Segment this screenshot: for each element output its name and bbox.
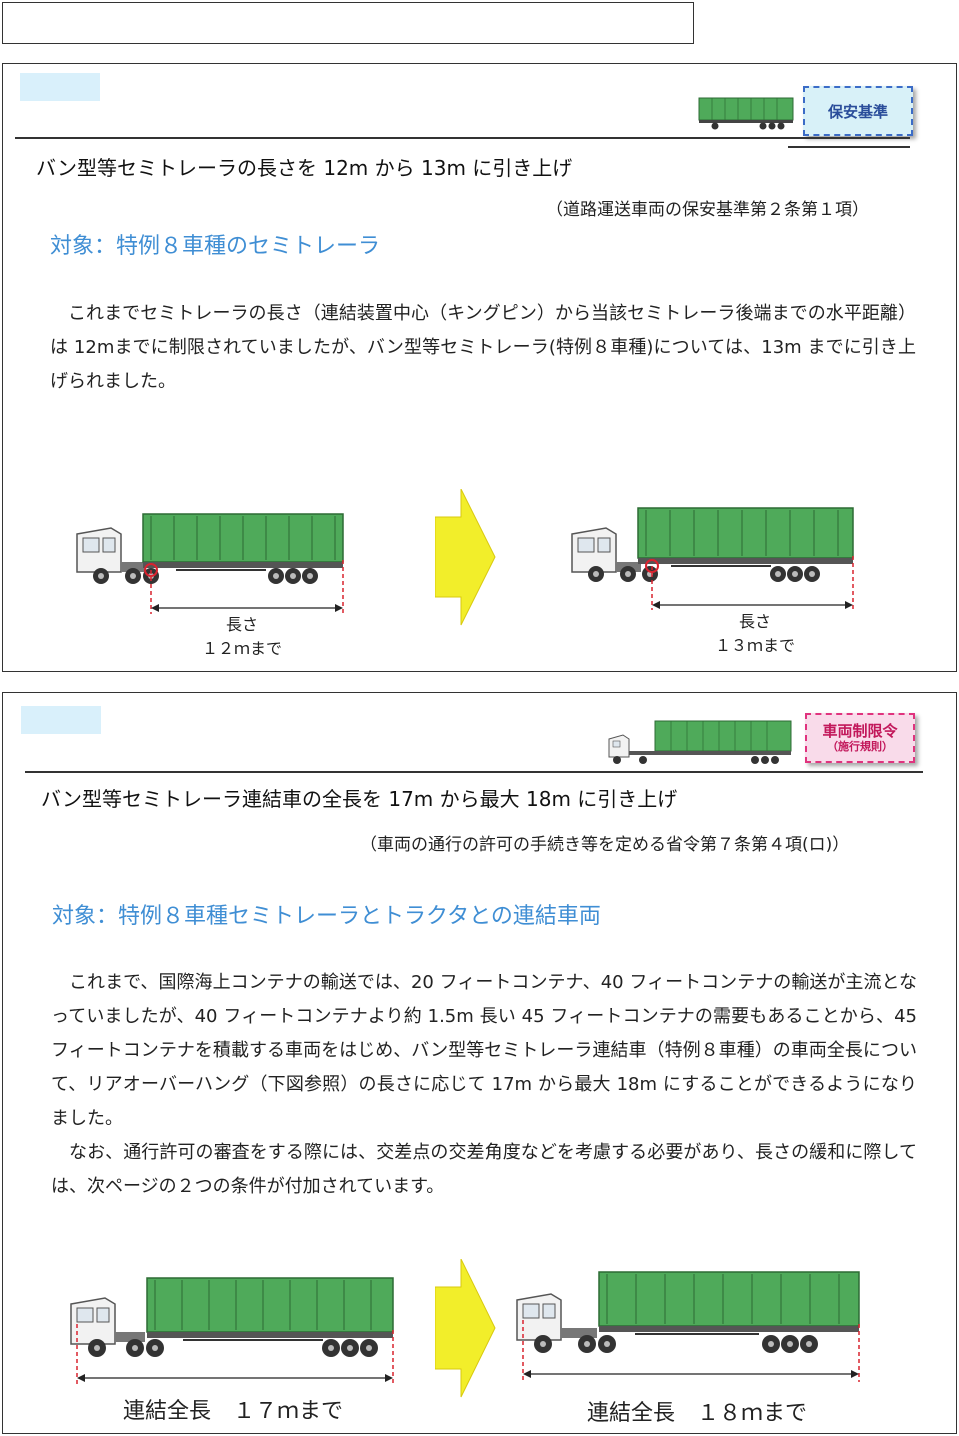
- semitrailer-icon: [698, 97, 794, 130]
- section-2-tag: [21, 706, 101, 734]
- badge-vehicle-restriction-order: 車両制限令 （施行規則）: [805, 713, 915, 763]
- section-2-paragraph-1: これまで、国際海上コンテナの輸送では、20 フィートコンテナ、40 フィートコン…: [51, 972, 917, 1129]
- section-2-heading: バン型等セミトレーラ連結車の全長を 17m から最大 18m に引き上げ: [41, 787, 678, 811]
- section-2-paragraph-2: なお、通行許可の審査をする際には、交差点の交差角度などを考慮する必要があり、長さ…: [51, 1142, 917, 1197]
- section-1-heading: バン型等セミトレーラの長さを 12m から 13m に引き上げ: [36, 156, 573, 180]
- section-1-tag: [20, 73, 100, 101]
- before-length-value: １２ｍまで: [201, 639, 282, 658]
- tractor-trailer-icon: [608, 720, 792, 764]
- after-length-label: 長さ: [738, 612, 771, 631]
- change-arrow-icon-2: [435, 1259, 496, 1398]
- section-2-body: これまで、国際海上コンテナの輸送では、20 フィートコンテナ、40 フィートコン…: [51, 966, 917, 1204]
- after-length-value: １３ｍまで: [714, 636, 795, 655]
- section-2-panel: 車両制限令 （施行規則） バン型等セミトレーラ連結車の全長を 17m から最大 …: [2, 692, 957, 1434]
- section-1-rule-short: [788, 146, 910, 148]
- section-2-reference: （車両の通行の許可の手続き等を定める省令第７条第４項(ロ)）: [360, 835, 850, 855]
- truck-before-17m: [70, 1277, 394, 1384]
- before-length-label: 長さ: [225, 615, 258, 634]
- after-combined-length: 連結全長 １８ｍまで: [586, 1401, 807, 1426]
- section-1-target: 対象：特例８車種のセミトレーラ: [50, 234, 381, 259]
- section-1-panel: 保安基準 バン型等セミトレーラの長さを 12m から 13m に引き上げ （道路…: [2, 63, 957, 672]
- section-2-target: 対象：特例８車種セミトレーラとトラクタとの連結車両: [52, 904, 601, 929]
- section-1-rule: [15, 137, 910, 139]
- change-arrow-icon: [435, 489, 496, 626]
- section-2-rule: [25, 771, 923, 773]
- header-box: [2, 2, 694, 44]
- section-1-reference: （道路運送車両の保安基準第２条第１項）: [546, 200, 869, 220]
- section-1-body: これまでセミトレーラの長さ（連結装置中心（キングピン）から当該セミトレーラ後端ま…: [50, 297, 916, 399]
- truck-before-12m: [76, 513, 344, 614]
- truck-after-18m: [516, 1271, 860, 1382]
- before-combined-length: 連結全長 １７ｍまで: [122, 1399, 343, 1424]
- truck-after-13m: [571, 507, 854, 610]
- badge-safety-standards: 保安基準: [803, 86, 913, 136]
- section-1-paragraph: これまでセミトレーラの長さ（連結装置中心（キングピン）から当該セミトレーラ後端ま…: [50, 303, 916, 392]
